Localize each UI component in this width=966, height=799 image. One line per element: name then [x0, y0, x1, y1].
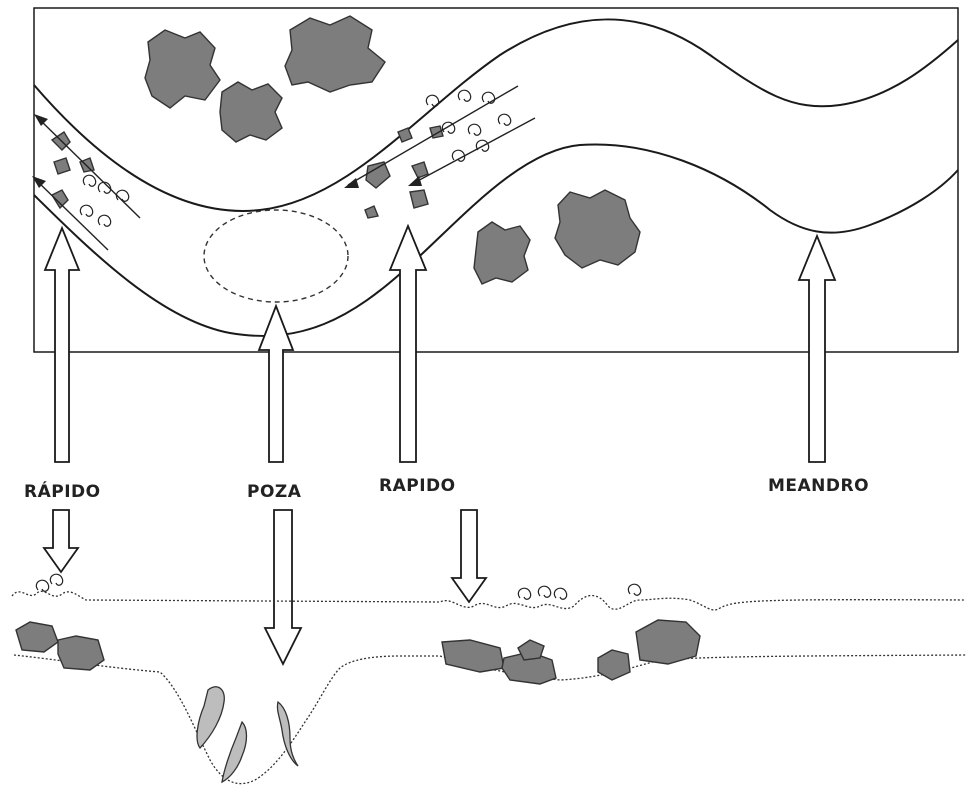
bed-rock [518, 640, 544, 660]
channel-pebble [366, 162, 390, 188]
bank-rock [474, 222, 530, 284]
channel-pebble [365, 206, 378, 218]
label-meandro: MEANDRO [768, 476, 869, 496]
profile-swirl [518, 588, 530, 599]
flow-line [348, 86, 518, 185]
channel-pebble [410, 190, 428, 208]
channel-pebble [412, 162, 428, 178]
water-surface [12, 591, 966, 610]
profile-swirl [554, 588, 566, 599]
rapid-2-up-arrow [390, 226, 426, 462]
bank-rock [145, 30, 220, 108]
channel-pebble [52, 190, 68, 208]
flow-line [36, 180, 108, 250]
meander-up-arrow [799, 236, 835, 462]
channel-bed [14, 655, 966, 784]
rapid-1-down-arrow [44, 510, 78, 572]
rapid-2-down-arrow [452, 510, 486, 602]
profile-swirl [36, 580, 48, 591]
pool-up-arrow [259, 306, 293, 462]
bed-rock [58, 636, 104, 670]
channel-pebble [54, 158, 70, 174]
pool-debris [277, 702, 298, 766]
pool-debris [197, 687, 224, 748]
bed-rock [442, 640, 504, 672]
flow-arrowhead [34, 114, 48, 126]
pool-down-arrow [265, 510, 301, 664]
label-poza: POZA [247, 482, 301, 502]
profile-swirl [50, 574, 62, 585]
profile-swirl [538, 586, 550, 597]
bed-rock [598, 650, 630, 680]
bank-rock [220, 82, 282, 142]
pool-outline [204, 210, 348, 302]
rapid-1-up-arrow [45, 228, 79, 462]
bed-rock [16, 622, 58, 652]
label-rapido-1: RÁPIDO [24, 482, 101, 502]
profile-swirl [628, 584, 640, 595]
bank-rock [285, 16, 385, 92]
pool-debris [222, 722, 247, 782]
profile-view [12, 574, 966, 783]
flow-line [38, 118, 140, 218]
turbulence-swirls [80, 90, 510, 226]
label-rapido-2: RAPIDO [379, 476, 456, 496]
bed-rock [636, 620, 700, 664]
bank-rock [555, 190, 640, 268]
channel-pebble [398, 128, 412, 142]
